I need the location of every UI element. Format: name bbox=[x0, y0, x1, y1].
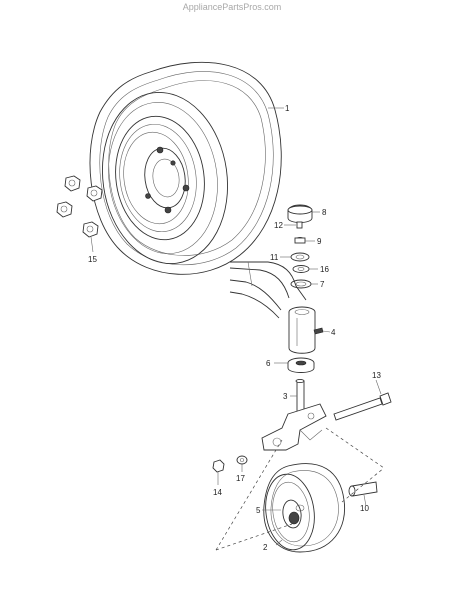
rear-wheel-assembly bbox=[89, 61, 284, 275]
reference-lines bbox=[215, 427, 385, 551]
caster-frame-arm bbox=[229, 261, 331, 354]
front-wheel-assembly bbox=[262, 463, 346, 553]
caster-fork bbox=[261, 378, 327, 451]
axle-pin bbox=[348, 481, 378, 507]
site-watermark: AppliancePartsPros.com bbox=[182, 2, 282, 12]
callout-13: 13 bbox=[372, 371, 381, 380]
caster-bearing bbox=[274, 357, 315, 373]
callout-4: 4 bbox=[331, 328, 336, 337]
callout-10: 10 bbox=[360, 504, 369, 513]
callout-2: 2 bbox=[263, 543, 268, 552]
callout-12: 12 bbox=[274, 221, 283, 230]
callout-5: 5 bbox=[256, 506, 261, 515]
callout-1: 1 bbox=[285, 104, 290, 113]
callout-7: 7 bbox=[320, 280, 325, 289]
nut-and-washer bbox=[212, 455, 248, 485]
callout-16: 16 bbox=[320, 265, 329, 274]
callout-14: 14 bbox=[213, 488, 222, 497]
callout-15: 15 bbox=[88, 255, 97, 264]
caster-stack bbox=[280, 204, 320, 289]
callout-labels: 1 2 3 4 5 6 7 8 9 10 11 12 13 14 15 16 1… bbox=[88, 104, 381, 552]
callout-9: 9 bbox=[317, 237, 322, 246]
callout-11: 11 bbox=[270, 253, 279, 262]
lug-nuts bbox=[56, 175, 103, 253]
callout-17: 17 bbox=[236, 474, 245, 483]
callout-3: 3 bbox=[283, 392, 288, 401]
callout-6: 6 bbox=[266, 359, 271, 368]
axle-bolt-upper bbox=[333, 379, 392, 421]
callout-8: 8 bbox=[322, 208, 327, 217]
